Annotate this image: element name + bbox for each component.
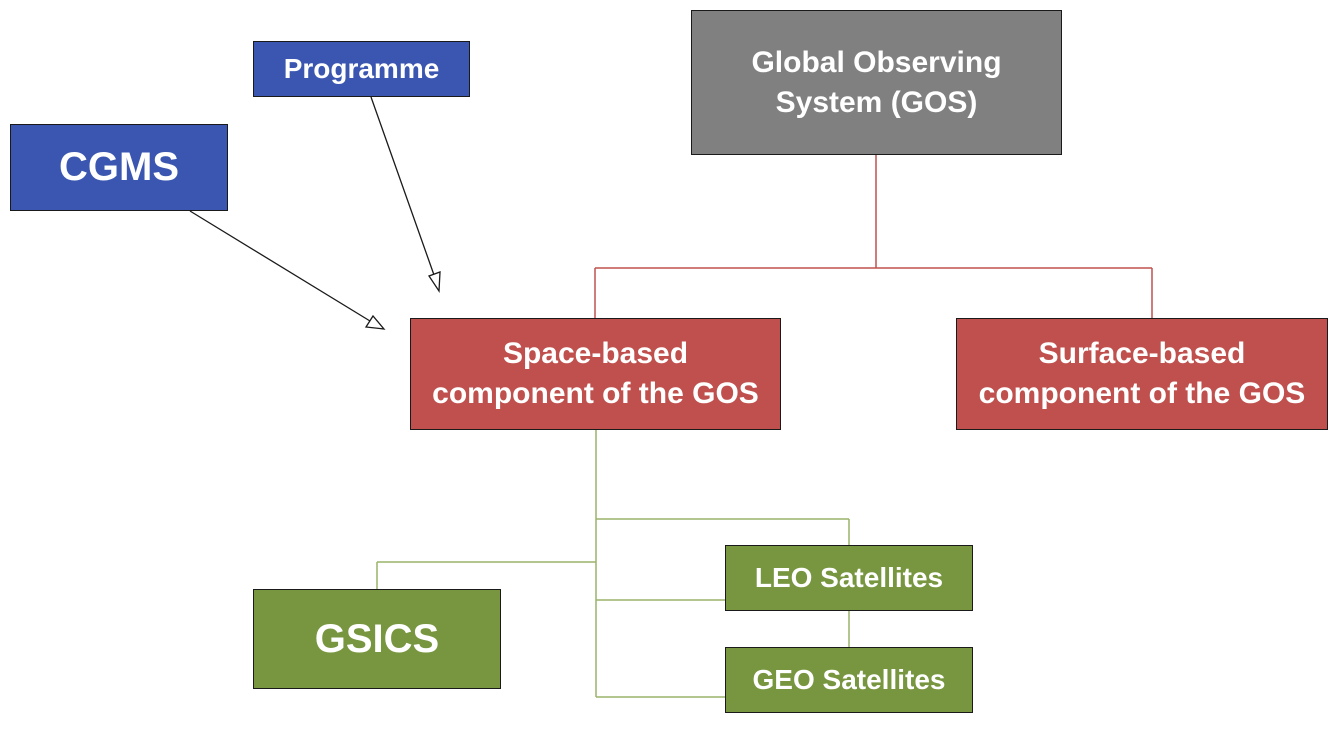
surface-based-label-line2: component of the GOS <box>978 377 1306 410</box>
programme-to-space-arrow <box>370 96 441 293</box>
gos-label-line1: Global Observing <box>751 45 1002 79</box>
leo-satellites-label: LEO Satellites <box>754 561 944 593</box>
space-based-label-line2: component of the GOS <box>432 377 759 410</box>
programme-node: Programme <box>253 41 470 97</box>
cgms-label: CGMS <box>59 145 179 190</box>
programme-label: Programme <box>283 52 440 84</box>
geo-satellites-label: GEO Satellites <box>752 663 946 695</box>
gsics-label: GSICS <box>314 616 440 661</box>
surface-based-node: Surface-based component of the GOS <box>956 318 1328 430</box>
cgms-to-space-arrow <box>189 210 386 330</box>
surface-based-label: Surface-based component of the GOS <box>979 334 1306 413</box>
geo-satellites-node: GEO Satellites <box>725 647 973 713</box>
space-based-label-line1: Space-based <box>502 337 689 371</box>
space-based-tree-connector <box>376 430 850 698</box>
gsics-node: GSICS <box>253 589 501 689</box>
cgms-node: CGMS <box>10 124 228 211</box>
space-based-label: Space-based component of the GOS <box>432 334 759 413</box>
leo-satellites-node: LEO Satellites <box>725 545 973 611</box>
gos-tree-connector <box>594 155 1153 318</box>
surface-based-label-line1: Surface-based <box>1038 337 1246 371</box>
gos-label-line2: System (GOS) <box>775 85 978 119</box>
gos-label: Global Observing System (GOS) <box>751 43 1001 122</box>
gos-node: Global Observing System (GOS) <box>691 10 1062 155</box>
space-based-node: Space-based component of the GOS <box>410 318 781 430</box>
